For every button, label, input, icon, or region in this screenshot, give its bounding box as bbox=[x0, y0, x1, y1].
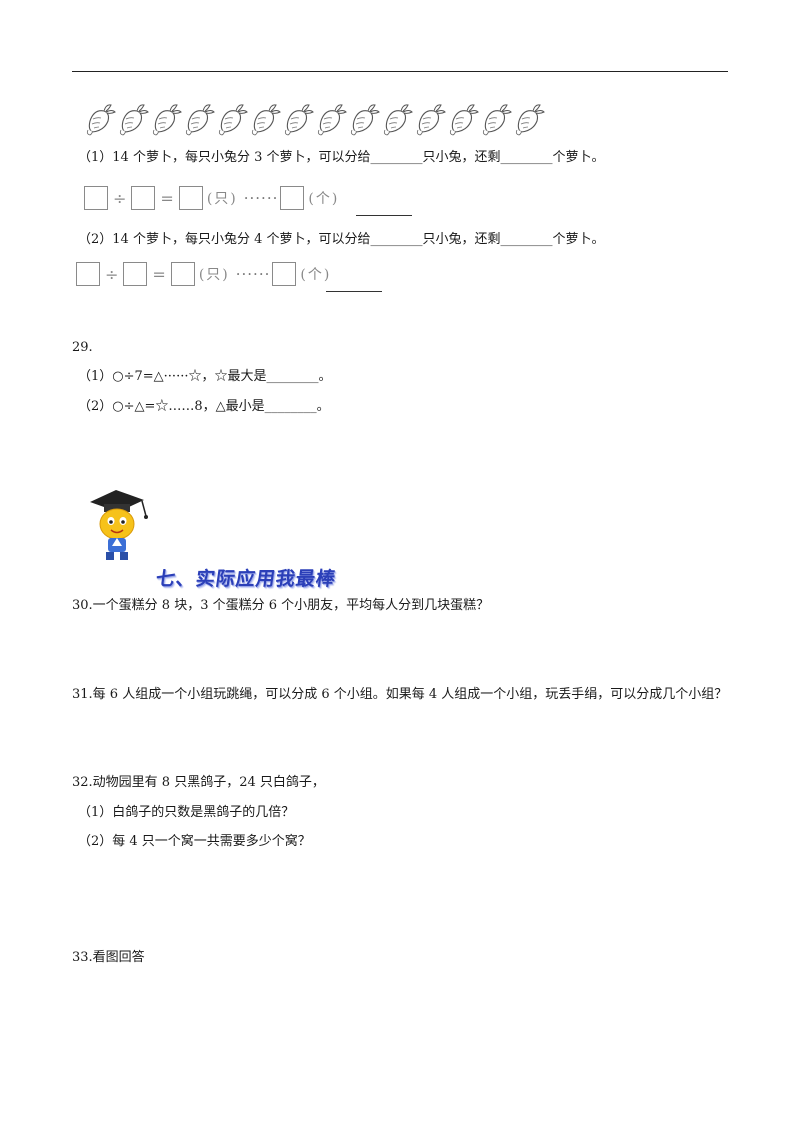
unit-label: (个) bbox=[300, 267, 332, 283]
carrot-icon bbox=[381, 101, 414, 137]
carrot-icon bbox=[249, 101, 282, 137]
carrot-row bbox=[84, 101, 546, 137]
carrot-icon bbox=[447, 101, 480, 137]
carrot-icon bbox=[216, 101, 249, 137]
remainder-dots: ······ bbox=[243, 189, 279, 207]
remainder-dots: ······ bbox=[235, 265, 271, 283]
q28-part1-text: （1）14 个萝卜，每只小兔分 3 个萝卜，可以分给________只小兔，还剩… bbox=[78, 150, 605, 165]
answer-box[interactable] bbox=[280, 186, 305, 210]
header-rule bbox=[72, 71, 728, 72]
q28-equation-2: ÷ = (只) ······ (个) bbox=[76, 262, 335, 286]
unit-label: (只) bbox=[198, 267, 230, 283]
carrot-icon bbox=[150, 101, 183, 137]
carrot-icon bbox=[414, 101, 447, 137]
q32-part1-text: （1）白鸽子的只数是黑鸽子的几倍？ bbox=[78, 805, 295, 820]
carrot-icon bbox=[183, 101, 216, 137]
answer-box[interactable] bbox=[76, 262, 100, 286]
unit-label: (只) bbox=[206, 191, 238, 207]
answer-box[interactable] bbox=[170, 262, 195, 286]
carrot-icon bbox=[282, 101, 315, 137]
q31-text: 31.每 6 人组成一个小组玩跳绳，可以分成 6 个小组。如果每 4 人组成一个… bbox=[72, 687, 728, 702]
equals-sign: = bbox=[152, 264, 166, 284]
divide-sign: ÷ bbox=[105, 264, 119, 284]
divide-sign: ÷ bbox=[113, 188, 127, 208]
equals-sign: = bbox=[160, 188, 174, 208]
answer-box[interactable] bbox=[84, 186, 108, 210]
carrot-icon bbox=[480, 101, 513, 137]
answer-box[interactable] bbox=[123, 262, 148, 286]
carrot-icon bbox=[117, 101, 150, 137]
graduate-mascot-icon bbox=[84, 486, 152, 564]
q30-text: 30.一个蛋糕分 8 块，3 个蛋糕分 6 个小朋友，平均每人分到几块蛋糕？ bbox=[72, 598, 490, 613]
q29-number: 29. bbox=[72, 340, 93, 355]
carrot-icon bbox=[84, 101, 117, 137]
answer-line[interactable] bbox=[326, 291, 382, 292]
q29-part1-text: （1）○÷7=△······☆，☆最大是________。 bbox=[78, 369, 332, 384]
unit-label: (个) bbox=[308, 191, 340, 207]
q28-equation-1: ÷ = (只) ······ (个) bbox=[84, 186, 343, 210]
q32-text: 32.动物园里有 8 只黑鸽子，24 只白鸽子， bbox=[72, 775, 325, 790]
q28-part2-text: （2）14 个萝卜，每只小兔分 4 个萝卜，可以分给________只小兔，还剩… bbox=[78, 232, 605, 247]
q32-part2-text: （2）每 4 只一个窝一共需要多少个窝？ bbox=[78, 834, 311, 849]
answer-box[interactable] bbox=[272, 262, 297, 286]
answer-box[interactable] bbox=[131, 186, 156, 210]
carrot-icon bbox=[315, 101, 348, 137]
section-heading: 七、实际应用我最棒 bbox=[154, 568, 338, 590]
carrot-icon bbox=[348, 101, 381, 137]
answer-line[interactable] bbox=[356, 215, 412, 216]
q33-text: 33.看图回答 bbox=[72, 950, 145, 965]
carrot-icon bbox=[513, 101, 546, 137]
answer-box[interactable] bbox=[178, 186, 203, 210]
q29-part2-text: （2）○÷△=☆……8，△最小是________。 bbox=[78, 399, 330, 414]
